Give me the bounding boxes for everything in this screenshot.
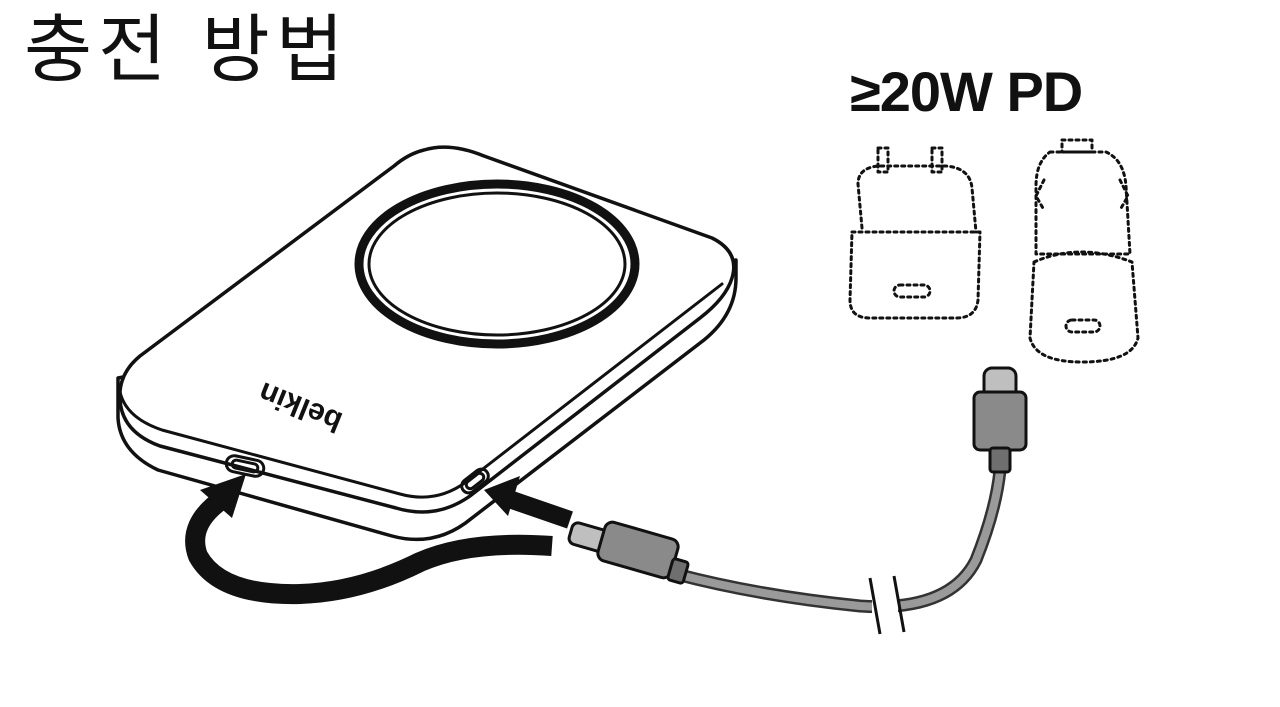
curved-arrow-head bbox=[200, 474, 246, 518]
cable-wire bbox=[672, 466, 1004, 611]
magnetic-charging-ring-inner bbox=[367, 191, 627, 337]
magnetic-charging-ring-outer bbox=[354, 179, 640, 349]
wall-charger-prong-left bbox=[876, 146, 890, 174]
curved-arrow-shaft bbox=[185, 489, 553, 605]
car-charger-clip-left bbox=[1034, 178, 1046, 212]
insert-arrow-shaft bbox=[509, 491, 573, 529]
car-charger-icon bbox=[1028, 138, 1140, 364]
usb-c-plug-lower bbox=[567, 520, 690, 585]
power-bank-edge-line bbox=[118, 282, 724, 499]
car-charger-port bbox=[1064, 318, 1102, 334]
cable-break-mark-2 bbox=[892, 575, 906, 633]
power-bank-icon bbox=[116, 145, 738, 542]
car-charger-tip bbox=[1060, 138, 1094, 154]
wall-charger-prong-right bbox=[930, 146, 944, 174]
usb-c-port-right bbox=[460, 467, 490, 495]
wall-charger-port bbox=[892, 283, 932, 299]
usb-c-cable-icon bbox=[567, 366, 1028, 635]
curved-arrow-icon bbox=[185, 474, 553, 605]
usb-c-plug-upper bbox=[972, 366, 1028, 474]
car-charger-barrel bbox=[1034, 150, 1132, 256]
wall-charger-icon bbox=[848, 146, 982, 320]
insert-arrow-icon bbox=[484, 476, 573, 529]
wall-charger-body bbox=[848, 230, 982, 320]
car-charger-clip-right bbox=[1118, 178, 1130, 212]
charger-requirement-label: ≥20W PD bbox=[850, 60, 1083, 123]
page-title: 충전 방법 bbox=[24, 7, 350, 93]
wall-charger-body-top bbox=[856, 164, 978, 234]
usb-c-port-left bbox=[224, 454, 266, 478]
car-charger-head bbox=[1028, 250, 1140, 364]
cable-break-mark-1 bbox=[868, 577, 882, 635]
insert-arrow-head bbox=[484, 476, 520, 516]
